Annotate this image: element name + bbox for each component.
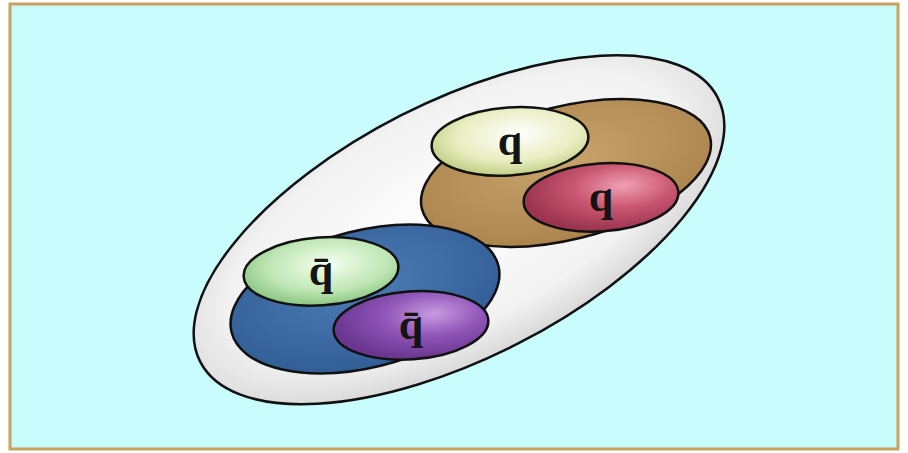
quark-label: q̄ xyxy=(309,249,333,293)
diquark-ellipse: qq xyxy=(416,105,716,241)
frame xyxy=(10,4,898,449)
tetraquark-ellipse: qqq̄q̄ xyxy=(167,100,751,359)
quark-label: q xyxy=(589,175,613,219)
quark-label: q xyxy=(498,119,522,163)
ellipse xyxy=(521,158,680,237)
quark-ellipse: q xyxy=(522,162,680,233)
ellipse xyxy=(142,0,776,453)
quark-label: q̄ xyxy=(399,303,423,347)
ellipse xyxy=(331,286,490,365)
ellipse xyxy=(215,199,515,398)
quark-ellipse: q xyxy=(430,106,590,177)
antiquark-ellipse: q̄ xyxy=(332,290,490,361)
antidiquark-ellipse: q̄ q̄ xyxy=(226,229,504,369)
